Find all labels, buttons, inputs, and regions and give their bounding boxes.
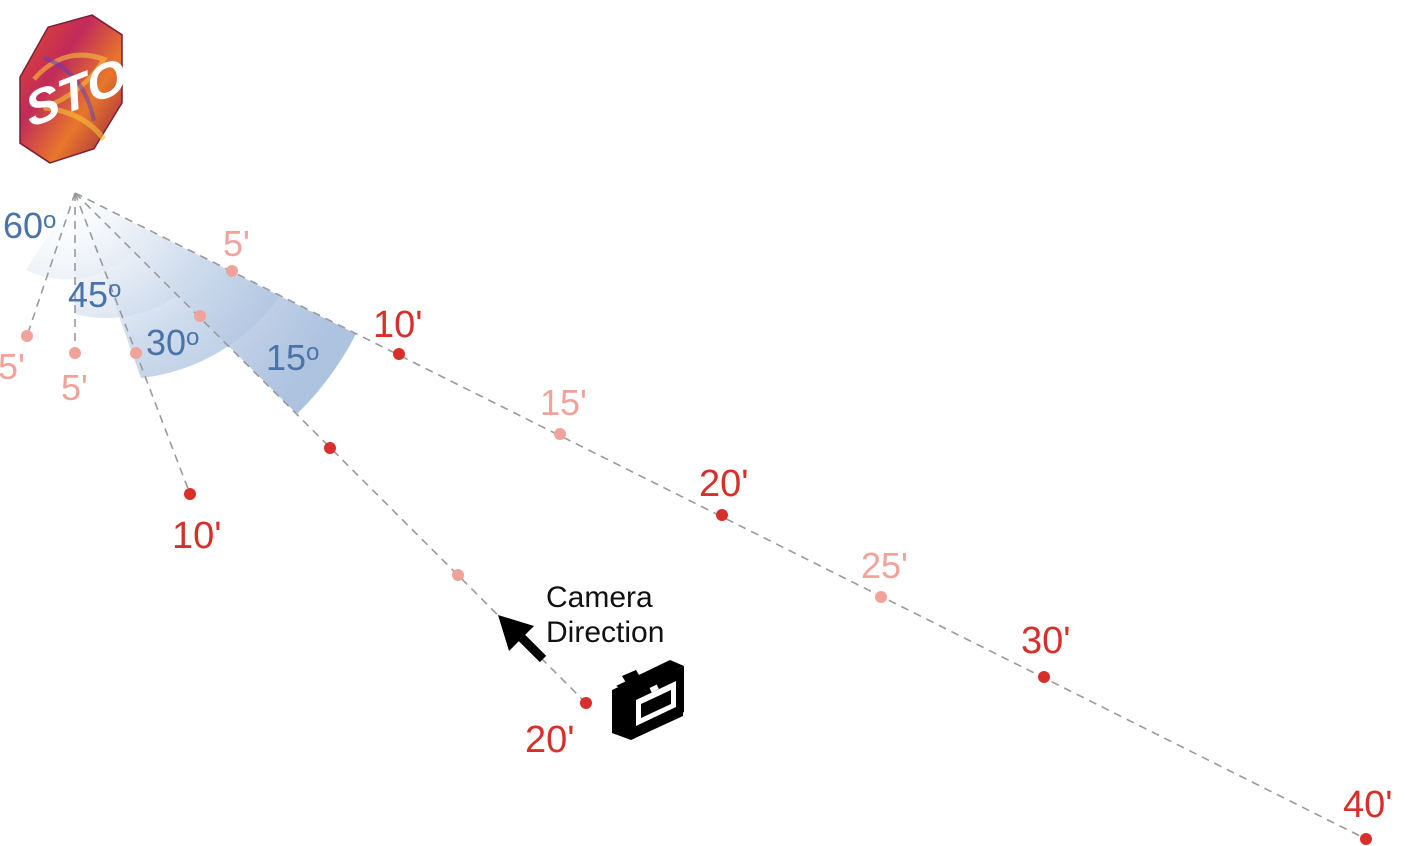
label-0-40: 40' <box>1343 784 1393 826</box>
marker-0-10 <box>393 348 405 360</box>
marker-60-5 <box>21 330 33 342</box>
camera-label-line1: Camera <box>546 581 653 614</box>
marker-15-10 <box>324 442 336 454</box>
label-15-20: 20' <box>525 719 575 761</box>
angle-label-15: 15o <box>266 337 319 378</box>
direction-arrow-icon <box>498 615 547 663</box>
label-0-30: 30' <box>1021 620 1071 662</box>
label-0-10: 10' <box>373 304 423 346</box>
angle-label-60: 60o <box>3 205 56 246</box>
stop-sign-icon: STOP <box>19 14 165 164</box>
label-60-5: 5' <box>0 346 25 387</box>
marker-30-5 <box>130 347 142 359</box>
angle-label-45: 45o <box>68 274 121 315</box>
camera-icon <box>612 660 684 740</box>
label-45-5: 5' <box>61 367 88 408</box>
label-30-10: 10' <box>172 515 222 557</box>
distance-markers <box>21 265 1372 845</box>
marker-0-30 <box>1038 671 1050 683</box>
marker-15-5 <box>194 310 206 322</box>
marker-45-5 <box>69 347 81 359</box>
marker-0-15 <box>554 428 566 440</box>
marker-15-15 <box>452 569 464 581</box>
marker-0-25 <box>875 591 887 603</box>
angle-label-30: 30o <box>146 322 199 363</box>
angle-labels: 60o 45o 30o 15o <box>3 205 319 378</box>
ray-30 <box>74 192 191 495</box>
sector-15 <box>75 193 356 414</box>
label-30-5: 5' <box>223 223 250 264</box>
marker-15-20 <box>580 697 592 709</box>
ray-60 <box>26 192 76 337</box>
marker-0-40 <box>1360 833 1372 845</box>
marker-0-20 <box>716 509 728 521</box>
angle-sectors <box>26 193 356 414</box>
label-0-20: 20' <box>699 463 749 505</box>
camera-direction: Camera Direction <box>498 581 684 740</box>
distance-labels: 5' 5' 5' 10' 20' 10' 15' 20' 25' 30' 40' <box>0 223 1393 826</box>
marker-30-10 <box>184 488 196 500</box>
marker-0-5 <box>226 265 238 277</box>
camera-label-line2: Direction <box>546 616 664 649</box>
label-0-25: 25' <box>861 545 908 586</box>
label-0-15: 15' <box>540 382 587 423</box>
